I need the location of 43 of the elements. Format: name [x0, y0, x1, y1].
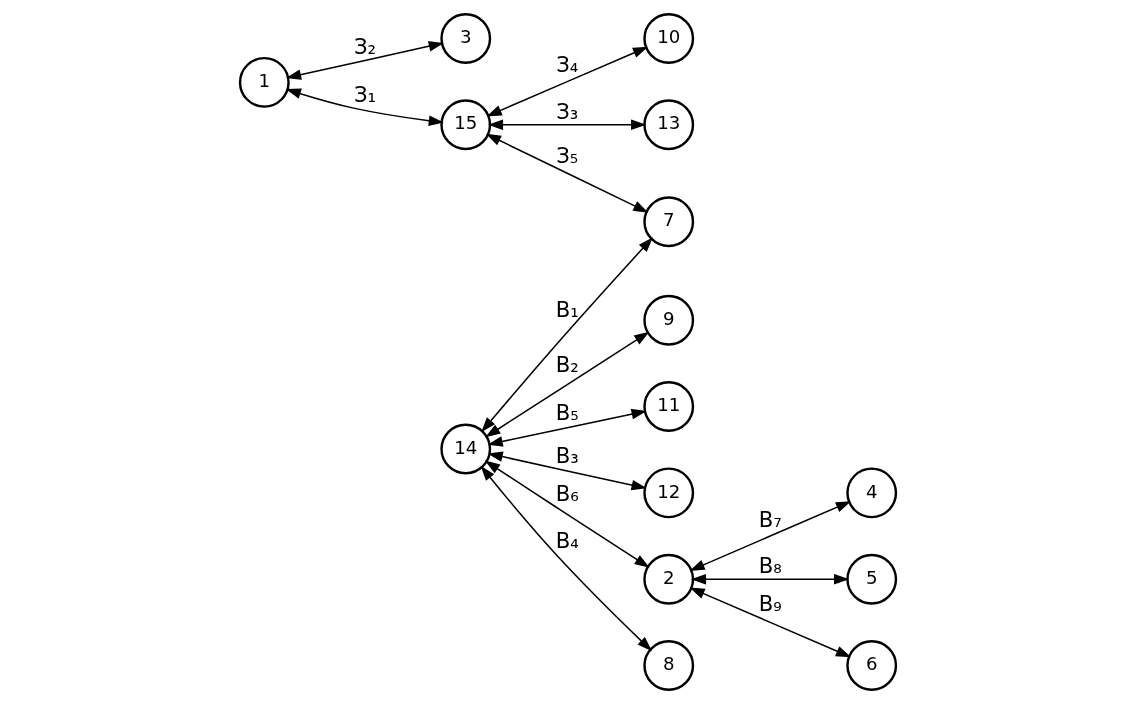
arrow [481, 237, 653, 433]
node-circle: 11 [643, 381, 695, 432]
arrow [689, 501, 852, 571]
node-circle: 13 [643, 99, 695, 151]
edge-label: В₅ [555, 400, 579, 426]
arrow [485, 133, 649, 213]
node-circle: 9 [643, 294, 695, 346]
edge-label: В₈ [758, 553, 782, 579]
arrow [487, 451, 647, 491]
arrow [486, 46, 649, 117]
node-circle: 10 [643, 13, 695, 64]
edge-label: В₆ [555, 480, 579, 506]
edge-label: З₄ [556, 52, 579, 78]
edge-label: З₂ [353, 33, 377, 59]
edge-label: В₃ [555, 442, 579, 468]
node-circle: 15 [440, 99, 492, 151]
node-circle: 6 [846, 640, 898, 691]
node-circle: 7 [643, 196, 695, 248]
node-circle: 2 [643, 553, 695, 605]
node-circle: 4 [846, 467, 898, 519]
edge-label: З₁ [353, 82, 377, 108]
arrow [487, 119, 647, 131]
node-circle: 1 [238, 56, 290, 108]
arrow [487, 408, 647, 447]
edge-label: В₇ [758, 506, 782, 532]
edge-label: В₄ [555, 527, 579, 553]
edge-label: З₃ [556, 99, 579, 125]
arrow [485, 331, 650, 438]
arrow [689, 587, 852, 658]
node-circle: 3 [440, 13, 492, 64]
arrow [484, 460, 650, 568]
arrow [690, 573, 850, 585]
node-circle: 8 [643, 640, 695, 691]
edge-label: В₉ [758, 591, 782, 617]
arrow [285, 41, 444, 80]
edge-label: З₅ [556, 142, 579, 168]
edge-label: В₂ [555, 351, 579, 377]
node-circle: 14 [440, 423, 492, 475]
edge-label: В₁ [555, 297, 579, 323]
node-circle: 12 [643, 467, 695, 519]
arrow [285, 88, 444, 126]
node-circle: 5 [846, 553, 898, 605]
arrow [480, 465, 653, 652]
